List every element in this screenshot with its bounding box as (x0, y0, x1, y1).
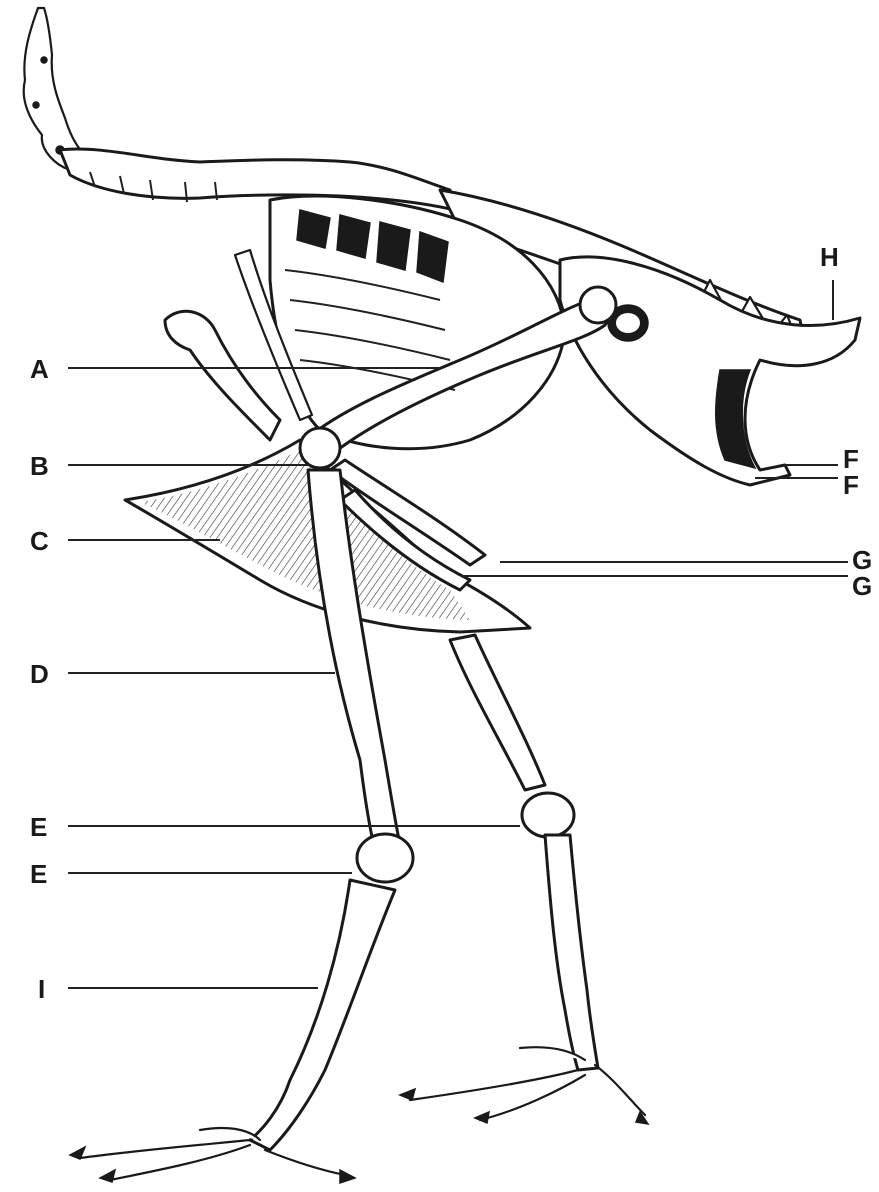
tail-vertebrae (24, 8, 455, 210)
label-e-upper: E (30, 814, 47, 840)
label-c: C (30, 528, 49, 554)
label-g-lower: G (852, 573, 872, 599)
label-i: I (38, 976, 45, 1002)
label-h: H (820, 244, 839, 270)
label-b: B (30, 453, 49, 479)
label-e-lower: E (30, 861, 47, 887)
label-d: D (30, 661, 49, 687)
leg-back (400, 635, 648, 1124)
label-f-upper: F (843, 446, 859, 472)
label-g-upper: G (852, 547, 872, 573)
label-a: A (30, 356, 49, 382)
label-f-lower: F (843, 472, 859, 498)
